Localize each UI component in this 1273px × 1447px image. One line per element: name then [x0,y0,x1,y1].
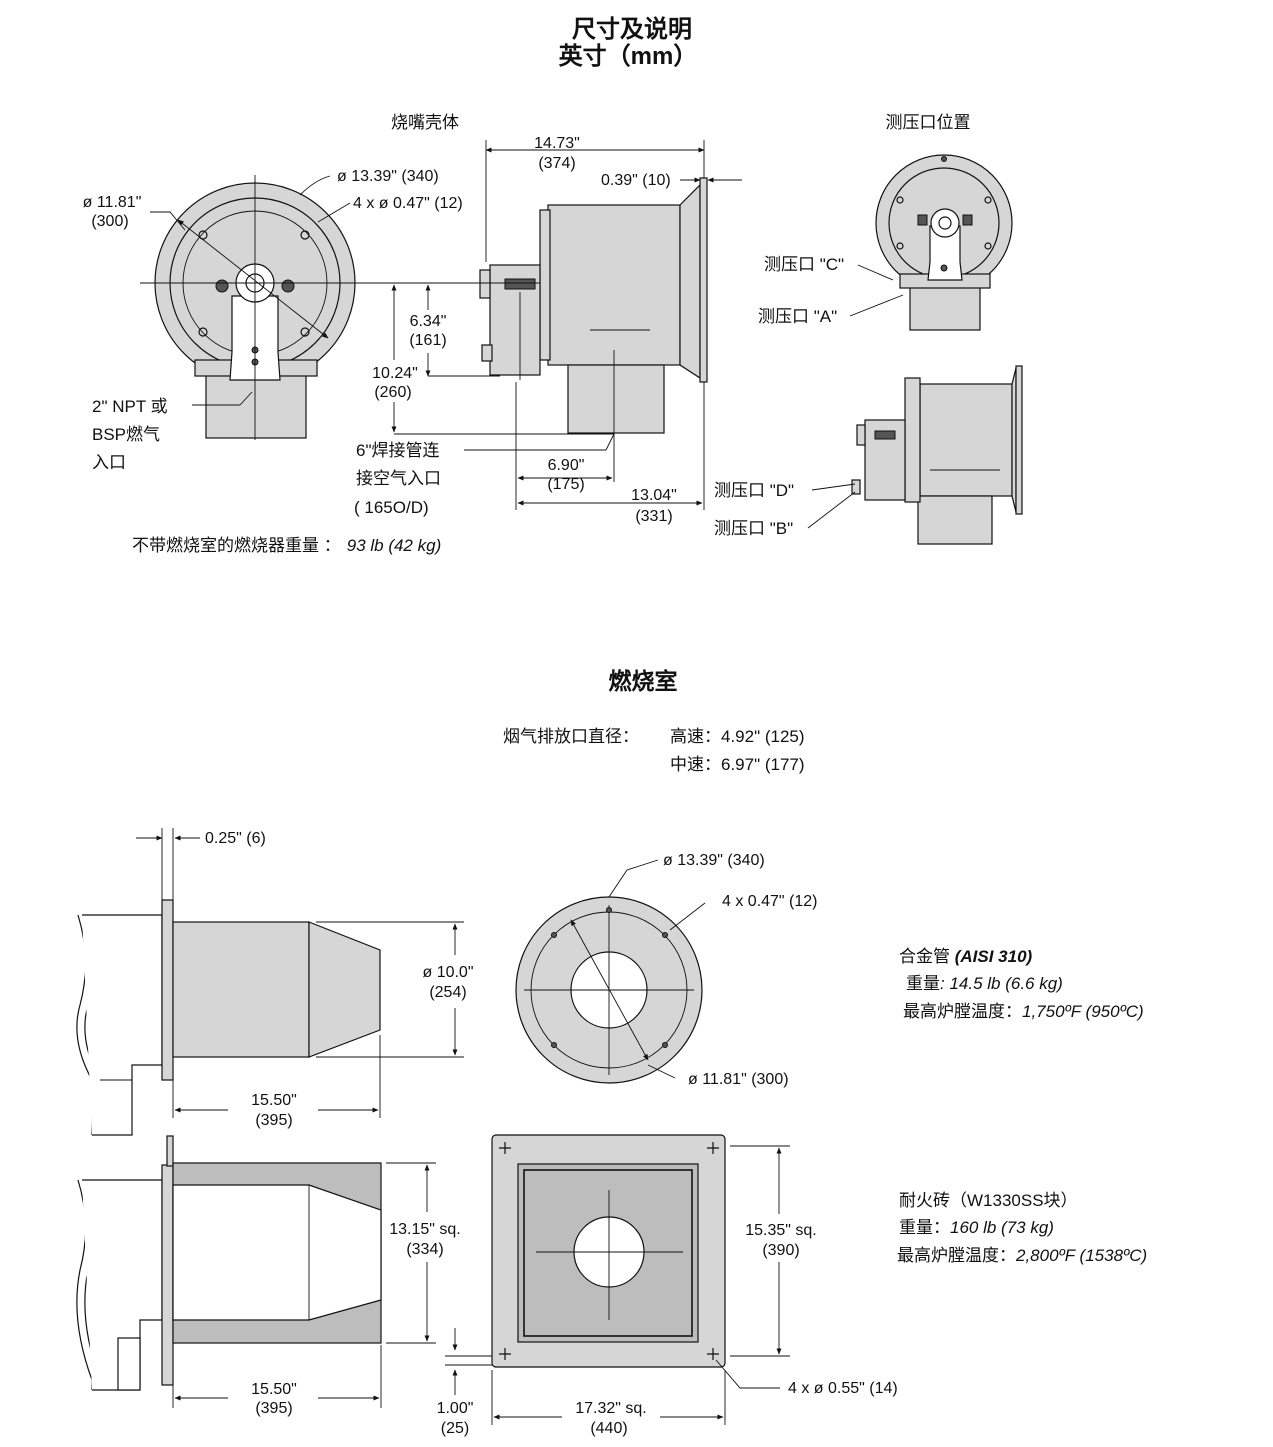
dim-plate-width-in: 17.32" sq. [575,1400,647,1417]
dim-total-length-in: 14.73" [534,135,580,152]
dim-ring-outer: ø 13.39" (340) [663,852,765,869]
alloy-weight-label: 重量 [906,974,940,993]
dim-block-height-in: 13.15" sq. [389,1221,461,1238]
dim-total-length-mm: (374) [538,155,575,172]
alloy-tube-spec: (AISI 310) [955,947,1033,966]
dim-plate-height-in: 15.35" sq. [745,1222,817,1239]
ports-front-view [875,154,1013,331]
brick-temp-label: 最高炉膛温度： [897,1246,1016,1265]
exhaust-high-speed: 高速：4.92" (125) [670,727,805,746]
brick-weight-label: 重量： [899,1218,950,1237]
brick-label: 耐火砖（W1330SS块） [899,1191,1078,1210]
dim-tube-length-mm: (395) [255,1112,292,1129]
air-inlet-label: 6"焊接管连 [356,441,440,460]
port-a-label: 测压口 "A" [758,307,837,326]
alloy-weight: 重量: 14.5 lb (6.6 kg) [906,974,1063,993]
air-inlet-label: 接空气入口 [356,469,441,488]
alloy-temp-value: 1,750ºF (950ºC) [1022,1002,1144,1021]
dim-body-length-in: 13.04" [631,487,677,504]
dim-body-length-mm: (331) [635,508,672,525]
gas-inlet-label: BSP燃气 [92,425,160,444]
dim-inner-diameter-mm: (300) [91,213,128,230]
chamber-heading: 燃烧室 [609,668,678,694]
dim-height2-mm: (260) [374,384,411,401]
dim-tube-length-in: 15.50" [251,1092,297,1109]
alloy-temp-label: 最高炉膛温度： [903,1002,1022,1021]
air-inlet-label: ( 165O/D) [354,498,429,517]
dim-tube-diameter-mm: (254) [429,984,466,1001]
alloy-max-temp: 最高炉膛温度：1,750ºF (950ºC) [903,1002,1144,1021]
dim-height2-in: 10.24" [372,365,418,382]
alloy-tube-label: 合金管 (AISI 310) [899,947,1033,966]
burner-weight-value: 93 lb (42 kg) [347,536,442,555]
dim-offset-mm: (25) [441,1420,469,1437]
housing-side-view [479,177,708,440]
ports-side-view [851,365,1023,545]
dim-tube-diameter-in: ø 10.0" [422,964,473,981]
dim-plate-width-mm: (440) [590,1420,627,1437]
port-d-label: 测压口 "D" [714,481,794,500]
dim-height1-in: 6.34" [410,313,447,330]
dim-bolt-holes: 4 x ø 0.47" (12) [353,195,463,212]
alloy-tube-name: 合金管 [899,947,955,966]
alloy-tube-flange-ring [515,896,703,1084]
port-c-label: 测压口 "C" [764,255,844,274]
dim-outer-diameter: ø 13.39" (340) [337,168,439,185]
housing-front-view [140,175,370,440]
alloy-tube-side-view [76,899,381,1136]
dim-offset-in: 1.00" [437,1400,474,1417]
dim-plate-holes: 4 x ø 0.55" (14) [788,1380,898,1397]
burner-weight-label: 不带燃烧室的燃烧器重量 ： 93 lb (42 kg) [132,536,441,555]
refractory-side-view [76,1135,382,1391]
port-b-label: 测压口 "B" [714,519,793,538]
page-subtitle: 英寸（mm） [559,43,698,70]
dim-ring-inner: ø 11.81" (300) [688,1071,789,1088]
dim-flange-thickness-2: 0.25" (6) [205,830,266,847]
ports-label: 测压口位置 [886,113,971,132]
dim-plate-height-mm: (390) [762,1242,799,1259]
gas-inlet-label: 入口 [92,453,126,472]
housing-label: 烧嘴壳体 [391,113,459,132]
dim-air-offset-mm: (175) [547,476,584,493]
brick-weight: 重量：160 lb (73 kg) [899,1218,1054,1237]
brick-weight-value: 160 lb (73 kg) [950,1218,1054,1237]
dim-air-offset-in: 6.90" [548,457,585,474]
refractory-front-view [491,1134,726,1368]
gas-inlet-label: 2" NPT 或 [92,397,168,416]
dim-height1-mm: (161) [409,332,446,349]
page-title: 尺寸及说明 [572,15,692,43]
dim-inner-diameter-in: ø 11.81" [83,194,142,211]
dim-ring-holes: 4 x 0.47" (12) [722,893,818,910]
dim-flange-thickness: 0.39" (10) [601,172,671,189]
dim-block-height-mm: (334) [406,1241,443,1258]
exhaust-mid-speed: 中速：6.97" (177) [670,755,805,774]
brick-temp-value: 2,800ºF (1538ºC) [1015,1246,1147,1265]
brick-max-temp: 最高炉膛温度：2,800ºF (1538ºC) [897,1246,1147,1265]
alloy-weight-value: : 14.5 lb (6.6 kg) [940,974,1063,993]
dim-block-length-in: 15.50" [251,1381,297,1398]
burner-weight-label: 不带燃烧室的燃烧器重量 ： [132,536,341,555]
exhaust-diameter-label: 烟气排放口直径： [503,727,639,746]
dim-block-length-mm: (395) [255,1400,292,1417]
